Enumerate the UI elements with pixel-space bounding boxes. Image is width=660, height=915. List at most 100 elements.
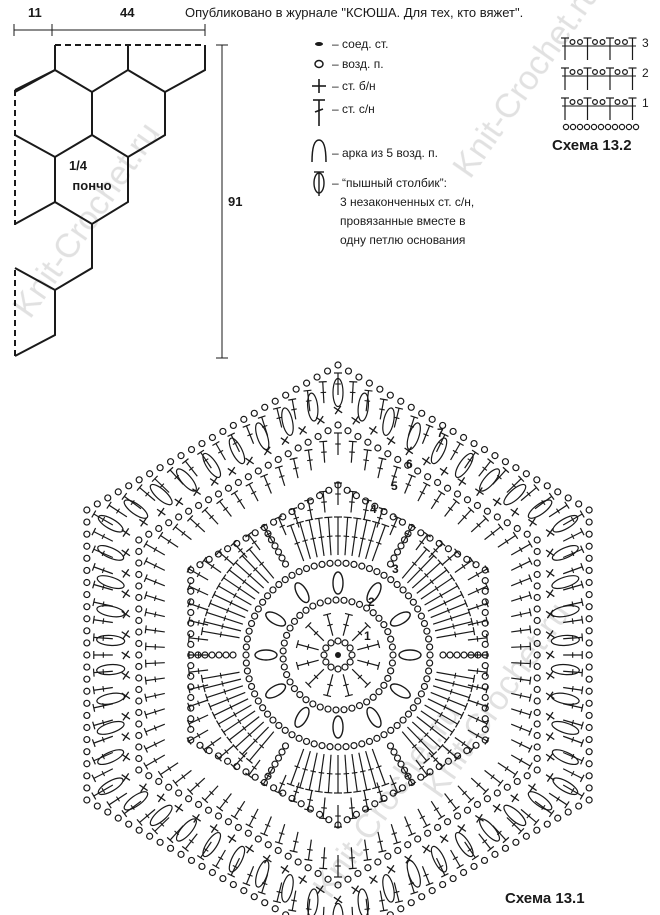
chain-stitch [585, 796, 593, 804]
chain-stitch [275, 580, 283, 589]
double-crochet-top [452, 498, 460, 505]
double-crochet-top [144, 608, 148, 617]
double-crochet-top [456, 863, 464, 870]
double-crochet-top [485, 633, 489, 642]
chain-stitch [304, 864, 312, 872]
chain-stitch [575, 500, 583, 508]
chain-stitch [83, 651, 91, 659]
arc-stitch [202, 832, 222, 858]
double-crochet-top [472, 674, 476, 683]
double-crochet-top [314, 517, 323, 520]
chain-stitch [267, 536, 276, 544]
double-crochet-top [381, 523, 390, 528]
chain-stitch [453, 490, 462, 498]
double-crochet-top [305, 681, 312, 688]
chain-stitch [83, 663, 91, 671]
double-crochet-bar [519, 595, 523, 602]
chain-stitch [493, 513, 501, 521]
single-crochet-icon [312, 79, 326, 93]
double-crochet-top [502, 466, 510, 474]
double-crochet-bar [264, 823, 271, 827]
chain-stitch [274, 846, 282, 855]
chain-stitch [424, 829, 432, 837]
chain-stitch [204, 496, 213, 504]
double-crochet-top [579, 774, 585, 783]
double-crochet-bar [393, 416, 400, 420]
double-crochet-bar [366, 644, 370, 650]
chain-stitch [621, 38, 628, 45]
chain-stitch [302, 696, 310, 704]
chain-stitch [380, 731, 388, 739]
double-crochet-bar [276, 416, 283, 420]
chain-stitch [554, 814, 562, 822]
double-crochet-top [378, 799, 387, 803]
double-crochet-bar [424, 732, 429, 738]
double-crochet-bar [327, 683, 333, 687]
chain-stitch [585, 615, 593, 623]
double-crochet-bar [377, 840, 384, 843]
double-crochet-top [579, 527, 585, 536]
chain-stitch [384, 628, 392, 636]
chain-stitch [83, 566, 91, 575]
chain-stitch [342, 559, 350, 567]
arc-stitch [503, 483, 527, 506]
chain-stitch [264, 772, 272, 780]
double-crochet-bar [443, 600, 447, 606]
chain-stitch [297, 800, 305, 808]
chain-stitch [269, 586, 277, 594]
double-crochet-top [181, 845, 189, 852]
double-crochet-bar [264, 483, 271, 487]
chain-stitch [428, 887, 436, 895]
chain-stitch [135, 754, 143, 763]
chain-stitch [358, 562, 366, 570]
chain-stitch [93, 500, 101, 508]
chain-stitch [473, 501, 482, 510]
double-crochet-bar [390, 782, 397, 786]
chain-stitch [591, 38, 598, 45]
puff-stitch [294, 706, 310, 728]
chain-stitch [83, 530, 91, 538]
double-crochet-bar [475, 700, 479, 707]
single-crochet-stitch [122, 650, 130, 660]
single-crochet-stitch [334, 405, 342, 415]
dimension-top-width: 44 [120, 5, 135, 20]
chain-stitch [341, 663, 349, 671]
double-crochet-top [580, 721, 584, 730]
double-crochet-top [497, 779, 504, 787]
double-crochet-bar [519, 741, 523, 748]
chain-stitch [425, 667, 433, 675]
double-crochet-bar [115, 796, 120, 802]
chain-stitch [417, 690, 425, 698]
single-crochet-stitch [122, 711, 130, 721]
chain-stitch [491, 452, 499, 460]
double-crochet-stitch [322, 906, 325, 915]
double-crochet-top [289, 457, 298, 461]
double-crochet-bar [571, 550, 575, 557]
double-crochet-top [512, 770, 519, 779]
double-crochet-bar [181, 774, 186, 780]
double-crochet-top [393, 465, 402, 469]
chain-stitch [389, 651, 397, 659]
double-crochet-top [579, 792, 585, 800]
chain-stitch [146, 470, 154, 478]
chain-stitch [501, 458, 510, 466]
chain-stitch [135, 685, 143, 694]
double-crochet-bar [433, 757, 439, 762]
double-crochet-top [216, 498, 224, 505]
double-crochet-top [344, 612, 353, 617]
double-crochet-top [151, 827, 159, 835]
single-crochet-stitch [370, 425, 377, 435]
chain-stitch [420, 682, 429, 691]
arc-stitch [551, 749, 579, 766]
chain-stitch [390, 554, 398, 562]
single-crochet-stitch [157, 793, 165, 803]
chain-stitch [363, 604, 371, 612]
chain-stitch [386, 391, 394, 399]
single-crochet-stitch [316, 415, 324, 425]
double-crochet-bar [250, 490, 257, 495]
single-crochet-stitch [122, 752, 130, 762]
single-crochet-stitch [352, 415, 360, 425]
double-crochet-top [353, 517, 362, 520]
double-crochet-top [564, 801, 570, 809]
chain-stitch [187, 704, 195, 712]
